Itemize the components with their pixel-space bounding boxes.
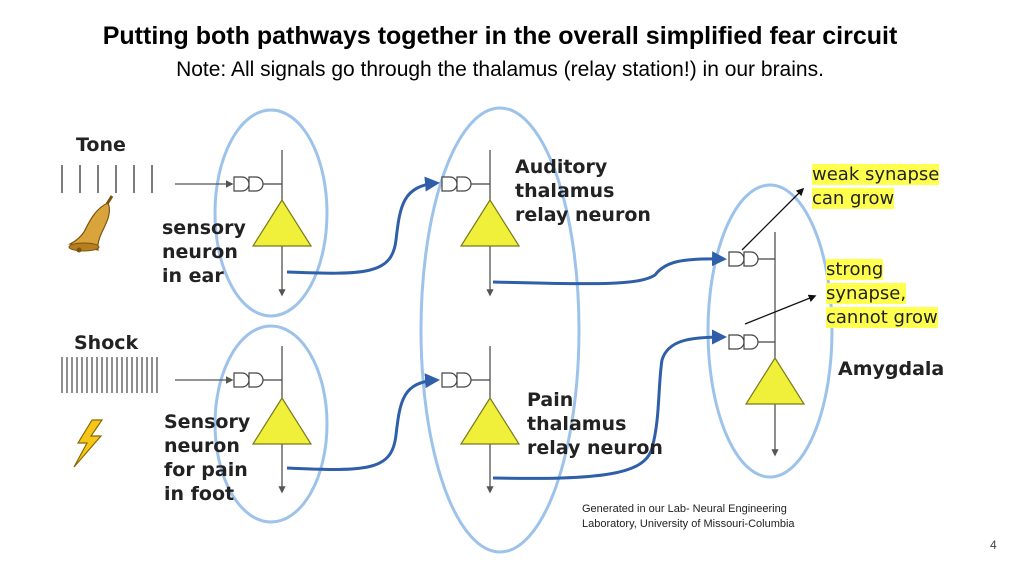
lightning-bolt-icon — [73, 419, 104, 468]
neuron-pain-thalamus — [441, 346, 521, 494]
slide-title: Putting both pathways together in the ov… — [102, 22, 898, 50]
credit-text: Generated in our Lab- Neural Engineering… — [582, 503, 795, 530]
neuron-sensory-ear — [233, 150, 313, 297]
neuron-sensory-foot — [233, 346, 313, 494]
strong-synapse-pointer — [744, 294, 817, 325]
shock-waves-icon — [61, 357, 158, 393]
pathway-ear-to-auditory-thalamus — [286, 176, 440, 275]
page-number: 4 — [990, 538, 997, 552]
sensory-ear-ellipse — [213, 108, 329, 318]
weak-synapse-label: weak synapse can grow — [812, 164, 940, 209]
auditory-thalamus-label: Auditory thalamus relay neuron — [515, 156, 651, 226]
sensory-ear-label: sensory neuron in ear — [162, 217, 246, 287]
weak-synapse-pointer — [741, 187, 805, 251]
pathway-foot-to-pain-thalamus — [286, 373, 440, 471]
amygdala-label: Amygdala — [838, 358, 945, 380]
thalamus-ellipse — [419, 106, 581, 554]
sensory-foot-ellipse — [213, 324, 329, 524]
neuron-amygdala — [728, 232, 806, 457]
pathway-auditory-thalamus-to-amygdala — [492, 251, 727, 286]
amygdala-ellipse — [706, 183, 834, 479]
shock-label: Shock — [74, 332, 139, 354]
sensory-foot-label: Sensory neuron for pain in foot — [164, 411, 251, 505]
strong-synapse-label: strong synapse, cannot grow — [826, 259, 938, 328]
bell-icon — [68, 195, 114, 253]
slide-subtitle: Note: All signals go through the thalamu… — [176, 58, 824, 81]
neuron-auditory-thalamus — [441, 150, 521, 297]
tone-waves-icon — [61, 165, 153, 193]
pain-thalamus-label: Pain thalamus relay neuron — [527, 389, 663, 459]
pathway-pain-thalamus-to-amygdala — [492, 329, 727, 480]
tone-label: Tone — [76, 134, 126, 156]
